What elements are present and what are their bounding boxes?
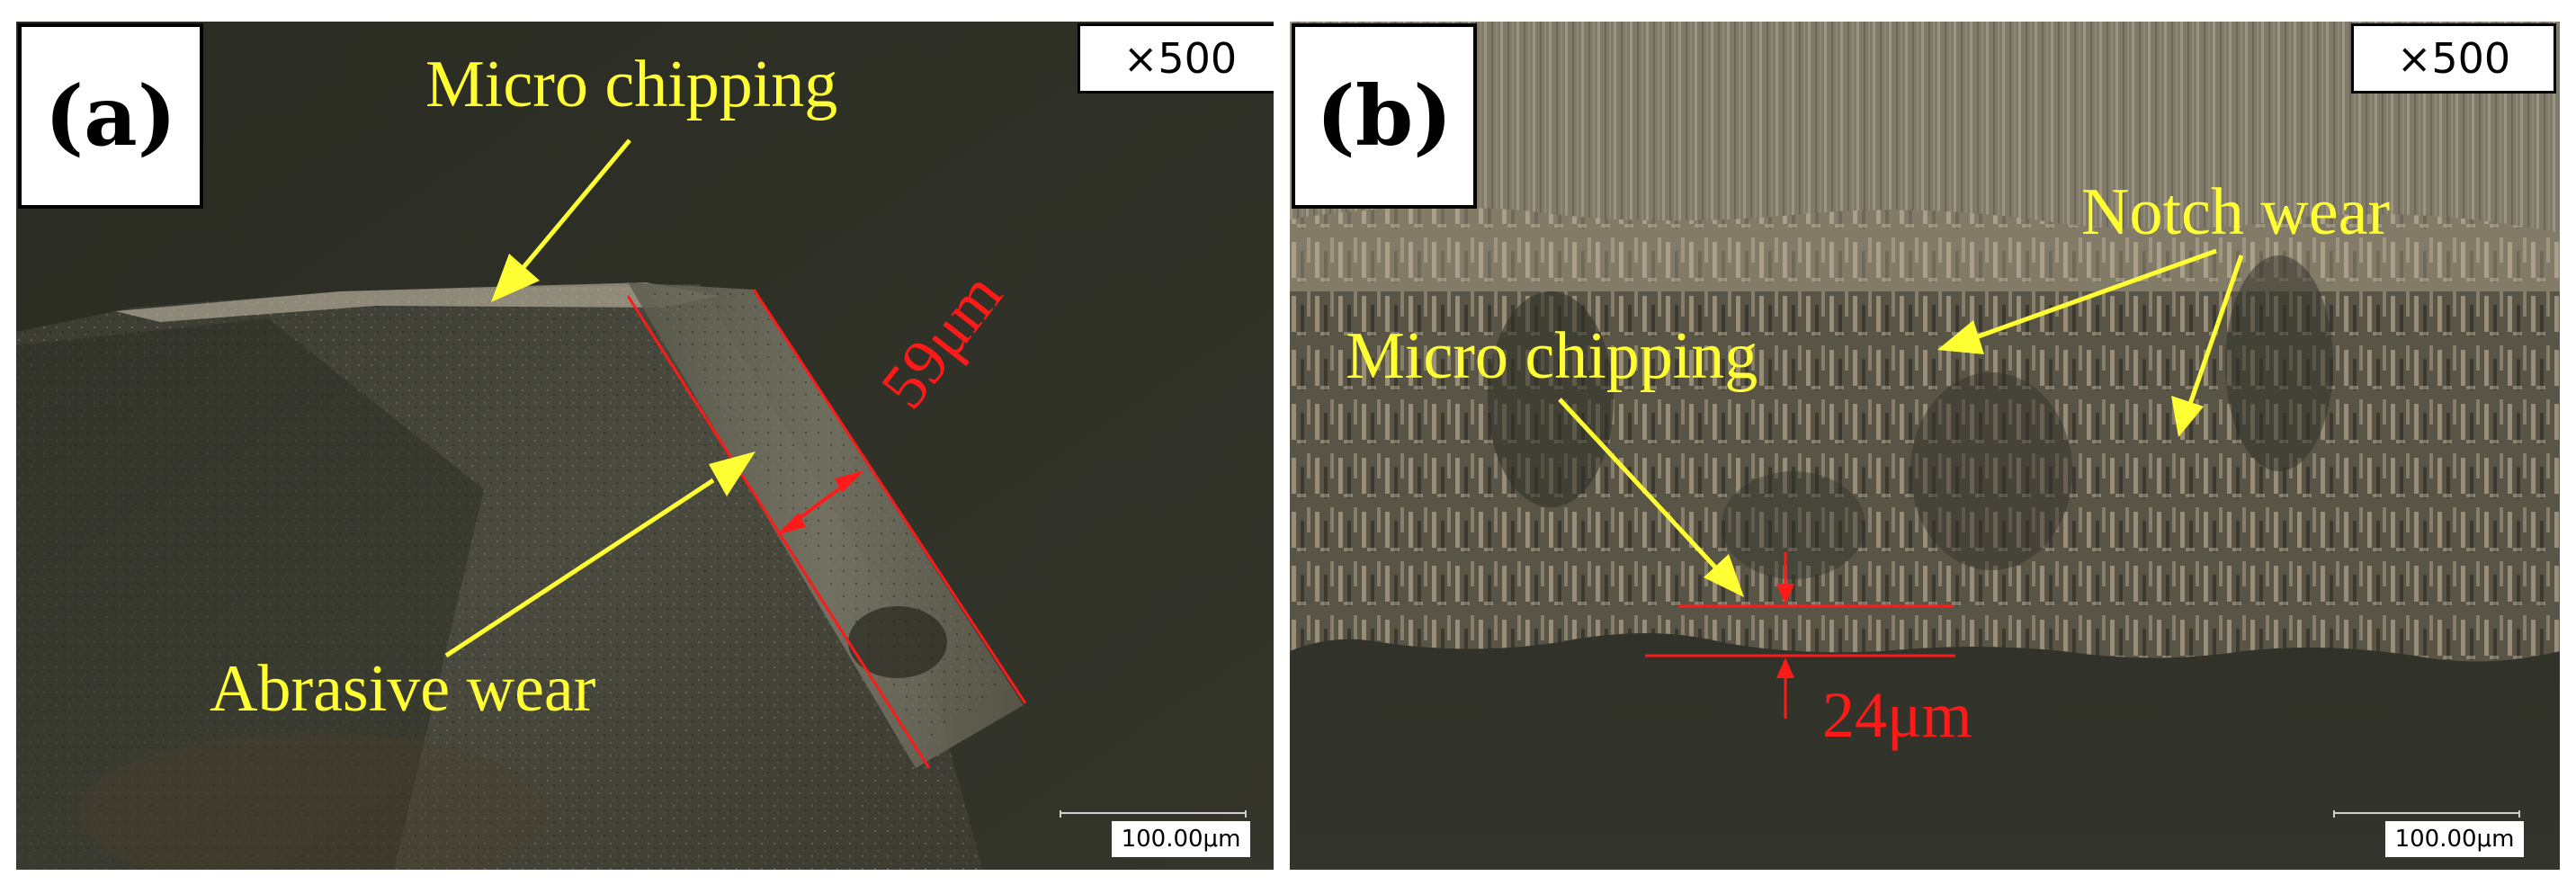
measurement-overlay-b: [1558, 248, 2244, 719]
wear-boundary-line-inner: [626, 295, 931, 769]
arrow-head-micro-chipping-b: [1704, 554, 1744, 597]
annotation-micro-chipping-a: Micro chipping: [425, 48, 838, 121]
scale-bar-label-a: 100.00μm: [1112, 821, 1250, 857]
scale-bar-label-b: 100.00μm: [2385, 821, 2524, 857]
arrow-micro-chipping-a: [518, 139, 631, 273]
arrow-notch-wear-2: [2187, 255, 2244, 407]
annotation-notch-wear: Notch wear: [2081, 175, 2391, 249]
measurement-label-b: 24μm: [1822, 679, 1972, 751]
annotation-abrasive-wear: Abrasive wear: [210, 652, 596, 726]
micrograph-b-image: [1290, 22, 2560, 870]
measurement-overlay-a: [444, 139, 1027, 769]
panel-label-a: (a): [18, 23, 203, 209]
arrow-notch-wear-1: [1972, 248, 2217, 341]
arrow-head-left: [776, 513, 806, 535]
arrow-head-notch-wear-1: [1937, 320, 1984, 354]
magnification-label-a: ×500: [1078, 23, 1274, 94]
arrow-head-notch-wear-2: [2171, 396, 2204, 437]
magnification-label-b: ×500: [2351, 23, 2556, 94]
arrow-head-abrasive-wear: [709, 451, 756, 496]
micrograph-panel-a: (a) ×500 Micro chipping Abrasive wear 59…: [16, 22, 1274, 870]
wear-boundary-line-outer: [752, 289, 1027, 704]
scale-bar-b: 100.00μm: [2333, 810, 2524, 864]
arrow-abrasive-wear: [444, 478, 715, 658]
micrograph-a-image: [16, 22, 1274, 870]
arrow-head-right: [835, 470, 864, 493]
micrograph-panel-b: (b) ×500 Notch wear Micro chipping 24μm …: [1290, 22, 2560, 870]
arrow-micro-chipping-b: [1558, 398, 1722, 574]
annotation-micro-chipping-b: Micro chipping: [1346, 319, 1758, 393]
panel-label-b: (b): [1292, 23, 1477, 209]
scale-bar-a: 100.00μm: [1060, 810, 1250, 864]
measure-arrow-bottom: [1776, 657, 1794, 678]
measure-arrow-top: [1776, 584, 1794, 604]
arrow-head-micro-chipping-a: [491, 254, 540, 302]
